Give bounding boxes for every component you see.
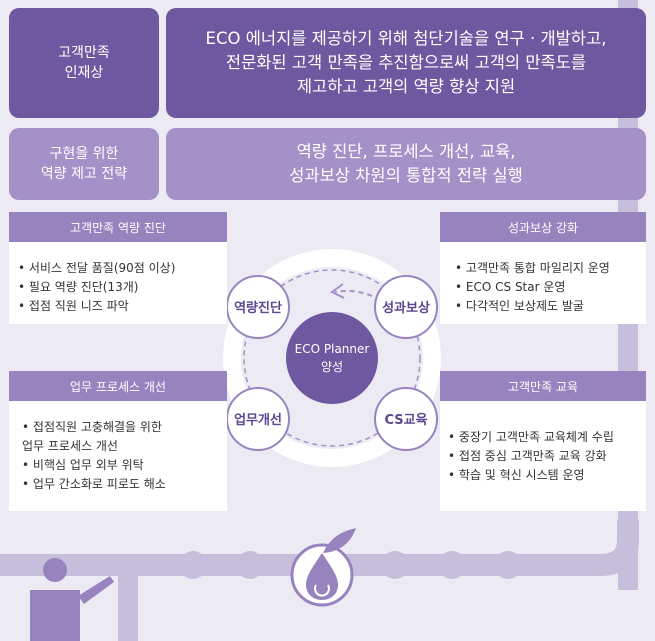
person-pointing-icon xyxy=(30,558,114,641)
education-title: 고객만족 교육 xyxy=(440,371,646,401)
list-item: 비핵심 업무 외부 위탁 xyxy=(22,456,166,475)
education-list: 중장기 고객만족 교육체계 수립 접점 중심 고객만족 교육 강화 학습 및 혁… xyxy=(448,428,614,485)
vision-label-box: 고객만족 인재상 xyxy=(9,8,159,118)
list-item: 학습 및 혁신 시스템 운영 xyxy=(448,466,614,485)
process-title: 업무 프로세스 개선 xyxy=(9,371,227,401)
down-pipe xyxy=(118,565,138,641)
list-item: ECO CS Star 운영 xyxy=(455,278,610,297)
reward-title: 성과보상 강화 xyxy=(440,212,646,242)
node-process-circle xyxy=(226,387,290,451)
list-item: 중장기 고객만족 교육체계 수립 xyxy=(448,428,614,447)
process-list: 접점직원 고충해결을 위한 업무 프로세스 개선 비핵심 업무 외부 위탁 업무… xyxy=(22,418,166,494)
eco-drop-leaf-icon xyxy=(290,528,356,607)
pipe-joint xyxy=(236,551,264,579)
list-item: 다각적인 보상제도 발굴 xyxy=(455,297,610,316)
list-item: 필요 역량 진단(13개) xyxy=(18,278,175,297)
diagnosis-title: 고객만족 역량 진단 xyxy=(9,212,227,242)
list-item: 고객만족 통합 마일리지 운영 xyxy=(455,259,610,278)
node-process-label: 업무개선 xyxy=(234,413,282,428)
list-item: 접점 직원 니즈 파악 xyxy=(18,297,175,316)
strategy-label-box: 구현을 위한 역량 제고 전략 xyxy=(9,128,159,200)
cycle-arrow xyxy=(334,290,381,301)
cycle-dashed-ring xyxy=(243,269,421,447)
pipe-joint xyxy=(494,551,522,579)
cycle-ring xyxy=(223,249,441,467)
vision-text-box: ECO 에너지를 제공하기 위해 첨단기술을 연구 · 개발하고, 전문화된 고… xyxy=(166,8,646,118)
cycle-center xyxy=(286,312,378,404)
cycle-center-label: ECO Planner 양성 xyxy=(294,342,370,374)
pipe-joint xyxy=(438,551,466,579)
node-education-circle xyxy=(374,387,438,451)
pipe-joint xyxy=(381,551,409,579)
node-reward-circle xyxy=(374,275,438,339)
pipe-joint xyxy=(179,551,207,579)
list-item: 접점 중심 고객만족 교육 강화 xyxy=(448,447,614,466)
strategy-text-box: 역량 진단, 프로세스 개선, 교육, 성과보상 차원의 통합적 전략 실행 xyxy=(166,128,646,200)
list-item: 업무 간소화로 피로도 해소 xyxy=(22,475,166,494)
list-item: 서비스 전달 품질(90점 이상) xyxy=(18,259,175,278)
bottom-pipe xyxy=(0,520,639,576)
reward-list: 고객만족 통합 마일리지 운영 ECO CS Star 운영 다각적인 보상제도… xyxy=(455,259,610,316)
cycle-arrowhead xyxy=(330,283,345,299)
node-diagnosis-label: 역량진단 xyxy=(234,301,282,316)
list-item: 접점직원 고충해결을 위한 업무 프로세스 개선 xyxy=(22,418,166,456)
node-reward-label: 성과보상 xyxy=(382,301,430,316)
diagnosis-list: 서비스 전달 품질(90점 이상) 필요 역량 진단(13개) 접점 직원 니즈… xyxy=(18,259,175,316)
node-education-label: CS교육 xyxy=(384,413,428,428)
node-diagnosis-circle xyxy=(226,275,290,339)
